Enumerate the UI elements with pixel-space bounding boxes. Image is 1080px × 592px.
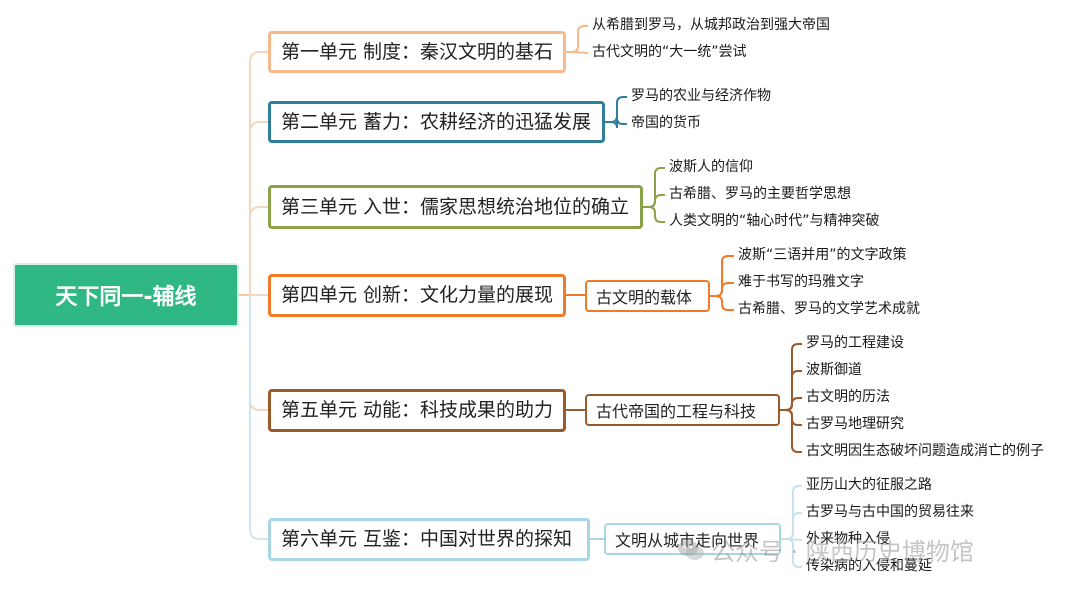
root-label: 天下同一-辅线 — [55, 285, 197, 310]
leaf-text[interactable]: 古文明的历法 — [806, 389, 890, 405]
watermark-text: 公众号 · 陕西历史博物馆 — [711, 538, 974, 566]
unit-label: 第二单元 蓄力：农耕经济的迅猛发展 — [281, 110, 592, 133]
leaf-connector — [648, 194, 665, 208]
leaf-connector — [571, 51, 589, 54]
topic-label: 文明从城市走向世界 — [615, 527, 759, 551]
leaf-connector — [786, 538, 802, 568]
leaf-text[interactable]: 外来物种入侵 — [806, 531, 890, 547]
topic-node-6[interactable]: 文明从城市走向世界 — [604, 523, 781, 555]
leaf-text[interactable]: 古代文明的“大一统”尝试 — [592, 44, 747, 60]
leaf-text[interactable]: 亚历山大的征服之路 — [806, 477, 932, 493]
unit-connector — [249, 206, 268, 295]
leaf-connector — [715, 295, 734, 311]
root-node[interactable]: 天下同一-辅线 — [13, 263, 239, 327]
leaf-text[interactable]: 波斯“三语并用”的文字政策 — [738, 247, 907, 263]
unit-label: 第三单元 入世：儒家思想统治地位的确立 — [281, 195, 630, 218]
leaf-text[interactable]: 古罗马地理研究 — [806, 416, 904, 432]
leaf-text[interactable]: 罗马的工程建设 — [806, 335, 904, 351]
unit-node-5[interactable]: 第五单元 动能：科技成果的助力 — [268, 389, 566, 432]
leaf-connector — [610, 96, 627, 123]
leaf-text[interactable]: 古罗马与古中国的贸易往来 — [806, 504, 974, 520]
unit-connector — [249, 295, 268, 540]
leaf-text[interactable]: 罗马的农业与经济作物 — [631, 88, 771, 104]
leaf-connector — [648, 167, 665, 208]
unit-node-1[interactable]: 第一单元 制度：秦汉文明的基石 — [268, 31, 566, 73]
leaf-text[interactable]: 古希腊、罗马的文学艺术成就 — [738, 301, 920, 317]
leaf-connector — [715, 255, 734, 297]
unit-label: 第四单元 创新：文化力量的展现 — [281, 284, 554, 306]
leaf-text[interactable]: 难于书写的玛雅文字 — [738, 274, 864, 290]
leaf-connector — [785, 409, 802, 453]
leaf-connector — [571, 25, 588, 53]
unit-node-6[interactable]: 第六单元 互鉴：中国对世界的探知 — [268, 518, 590, 561]
unit-connector — [249, 295, 268, 411]
watermark: 公众号 · 陕西历史博物馆 — [677, 532, 974, 567]
unit-label: 第一单元 制度：秦汉文明的基石 — [281, 40, 554, 63]
topic-node-5[interactable]: 古代帝国的工程与科技 — [585, 394, 780, 426]
unit-label: 第六单元 互鉴：中国对世界的探知 — [281, 528, 573, 550]
topic-label: 古文明的载体 — [596, 288, 693, 307]
unit-label: 第五单元 动能：科技成果的助力 — [281, 399, 554, 421]
unit-node-2[interactable]: 第二单元 蓄力：农耕经济的迅猛发展 — [268, 101, 605, 143]
leaf-text[interactable]: 波斯人的信仰 — [669, 159, 753, 175]
topic-label: 古代帝国的工程与科技 — [596, 402, 757, 421]
leaf-text[interactable]: 古文明因生态破坏问题造成消亡的例子 — [806, 443, 1044, 459]
leaf-connector — [785, 409, 802, 426]
wechat-icon — [678, 539, 704, 560]
unit-connector — [249, 121, 268, 295]
leaf-text[interactable]: 传染病的入侵和蔓延 — [806, 558, 932, 574]
leaf-text[interactable]: 人类文明的“轴心时代”与精神突破 — [669, 213, 880, 229]
unit-node-4[interactable]: 第四单元 创新：文化力量的展现 — [268, 274, 566, 317]
topic-node-4[interactable]: 古文明的载体 — [585, 280, 710, 312]
leaf-connector — [785, 397, 802, 411]
leaf-connector — [610, 117, 627, 129]
leaf-connector — [715, 282, 734, 297]
leaf-text[interactable]: 从希腊到罗马，从城邦政治到强大帝国 — [592, 17, 830, 33]
leaf-text[interactable]: 帝国的货币 — [631, 115, 701, 131]
unit-node-3[interactable]: 第三单元 入世：儒家思想统治地位的确立 — [268, 185, 643, 229]
leaf-text[interactable]: 波斯御道 — [806, 362, 862, 378]
leaf-connector — [648, 206, 665, 223]
leaf-connector — [785, 370, 802, 411]
leaf-text[interactable]: 古希腊、罗马的主要哲学思想 — [669, 186, 851, 202]
unit-connector — [249, 51, 268, 295]
